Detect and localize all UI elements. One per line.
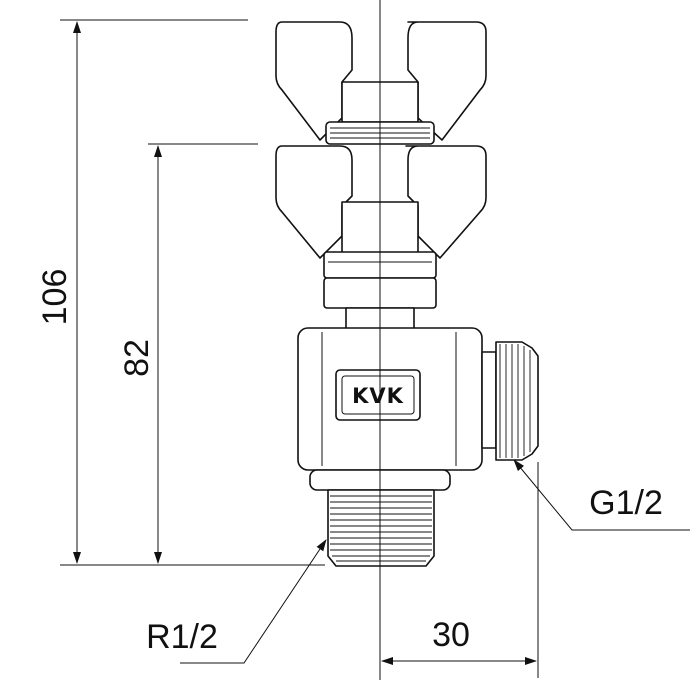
- leader-line-outlet: [513, 459, 690, 531]
- brand-label: KVK: [352, 384, 404, 408]
- outlet-port: [481, 341, 539, 461]
- dimension-overall-height: 106: [36, 19, 325, 566]
- outlet-thread-body: [495, 341, 539, 461]
- callout-label-inlet: R1/2: [146, 618, 218, 656]
- leader-line-inlet: [180, 539, 327, 664]
- dimension-label-82: 82: [118, 339, 156, 377]
- rear-handle: [275, 21, 487, 145]
- brand-plate-inner: [341, 375, 415, 415]
- callout-label-outlet: G1/2: [589, 484, 663, 522]
- inlet-thread-lines: [330, 495, 432, 562]
- front-handle: [275, 145, 487, 259]
- callout-inlet-thread: R1/2: [146, 539, 327, 664]
- dimension-outlet-offset: 30: [381, 462, 539, 678]
- dimension-label-30: 30: [432, 616, 470, 654]
- brand-plate: [335, 369, 421, 421]
- front-handle-left-wing: [275, 145, 353, 259]
- outlet-neck: [481, 351, 497, 449]
- rear-handle-right-wing: [407, 21, 487, 141]
- rear-handle-left-wing: [275, 21, 353, 141]
- dimension-label-106: 106: [36, 269, 74, 326]
- front-handle-right-wing: [405, 145, 487, 259]
- callout-outlet-thread: G1/2: [513, 459, 690, 531]
- outlet-thread-lines: [499, 344, 531, 458]
- valve-body: KVK: [297, 327, 483, 471]
- inlet-thread-body: [327, 489, 435, 567]
- dimension-body-height: 82: [118, 143, 258, 564]
